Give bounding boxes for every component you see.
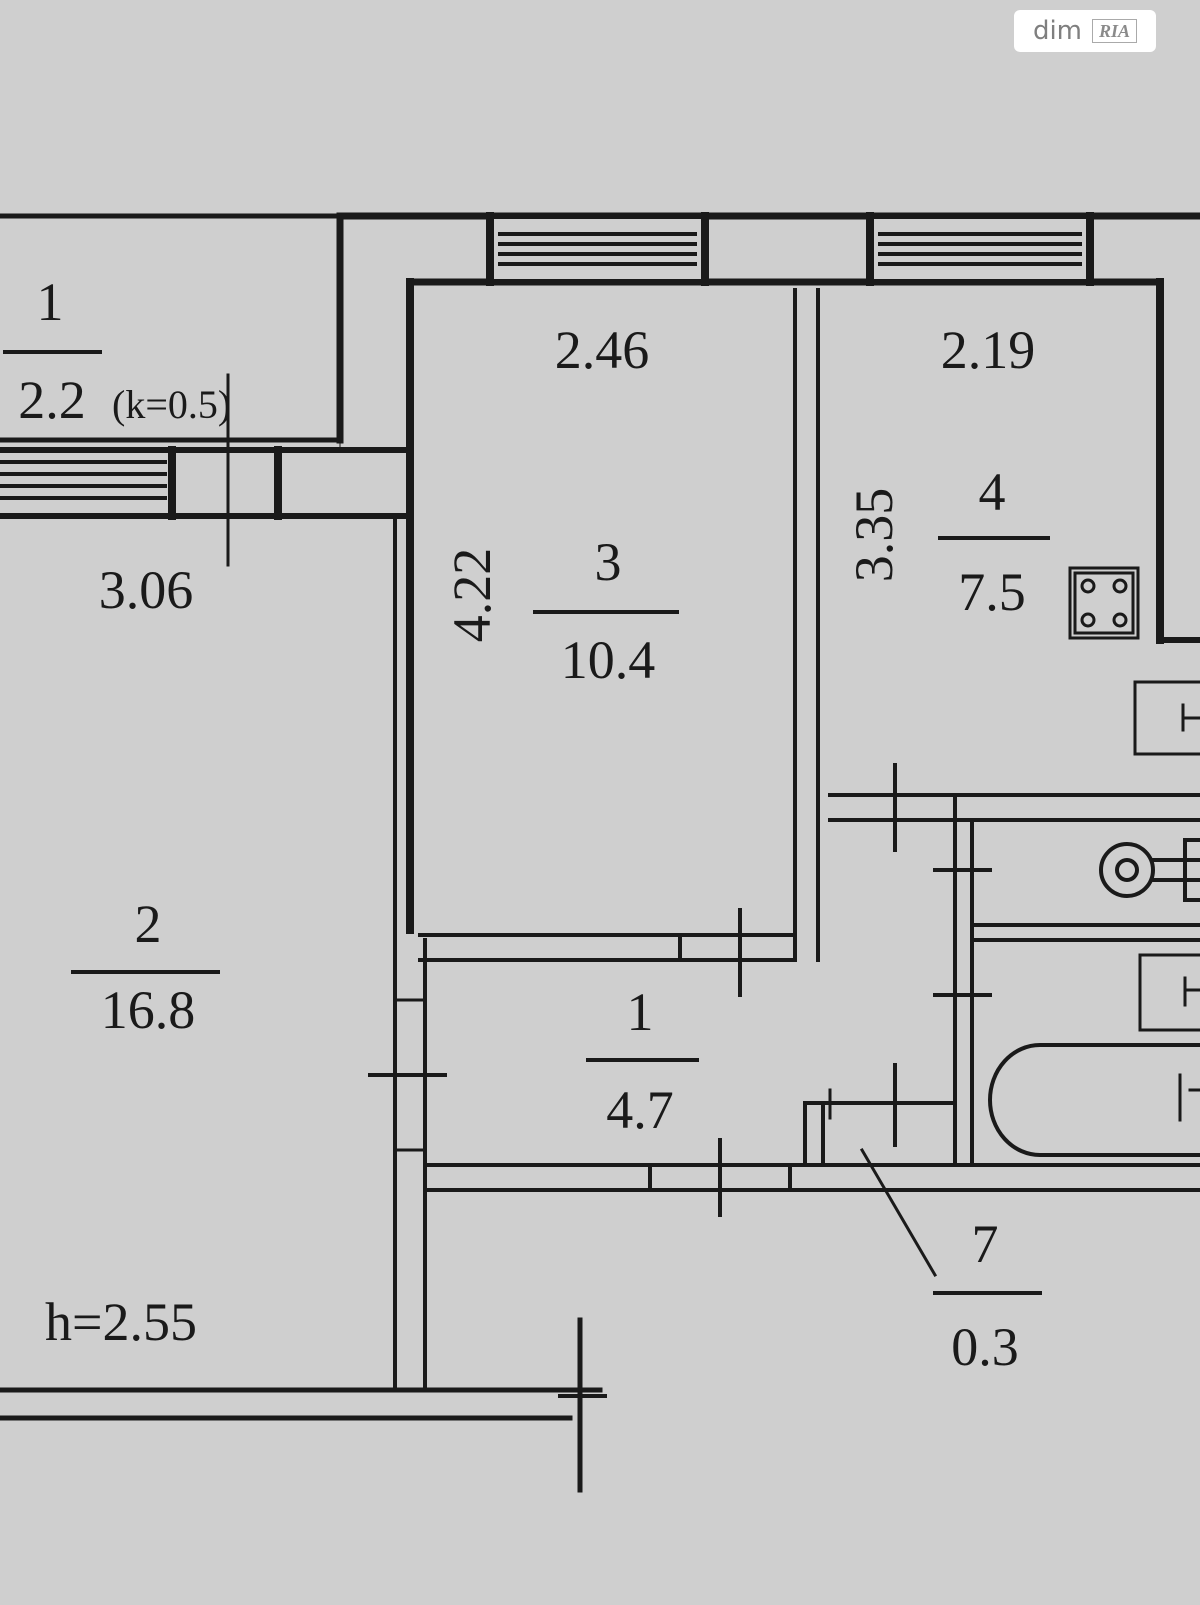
kitchen-depth-dimension: 3.35	[844, 488, 904, 583]
bathtub-icon	[988, 1043, 1200, 1157]
hallway-number: 1	[627, 982, 654, 1042]
closet-walls	[803, 1063, 957, 1278]
bedroom-depth-dimension: 4.22	[442, 548, 502, 643]
kitchen-walls	[828, 278, 1200, 852]
balcony-area: 2.2	[18, 370, 86, 430]
toilet-icon	[1099, 838, 1200, 902]
closet-area: 0.3	[951, 1317, 1019, 1377]
fraction-bars	[3, 350, 1050, 1295]
bedroom-number: 3	[595, 532, 622, 592]
closet-number: 7	[972, 1214, 999, 1274]
bedroom-walls	[406, 278, 820, 997]
living-width-dimension: 3.06	[99, 560, 194, 620]
balcony-walls	[0, 212, 413, 567]
watermark: dim RIA	[1014, 10, 1156, 52]
bedroom-width-dimension: 2.46	[555, 320, 650, 380]
bedroom-area: 10.4	[561, 630, 656, 690]
balcony-coefficient: (k=0.5)	[112, 382, 231, 427]
ceiling-height: h=2.55	[45, 1292, 197, 1352]
window-kitchen	[866, 212, 1094, 286]
bathroom-walls	[933, 793, 1200, 1167]
kitchen-area: 7.5	[958, 562, 1026, 622]
watermark-text: dim	[1032, 16, 1083, 46]
living-room-area: 16.8	[101, 980, 196, 1040]
balcony-number: 1	[37, 272, 64, 332]
living-room-number: 2	[135, 894, 162, 954]
exterior-wall-top	[0, 212, 1200, 286]
hallway-area: 4.7	[606, 1080, 674, 1140]
window-bedroom	[486, 212, 709, 286]
kitchen-number: 4	[979, 462, 1006, 522]
kitchen-width-dimension: 2.19	[941, 320, 1036, 380]
living-walls	[0, 518, 607, 1493]
hallway-walls	[423, 1138, 1200, 1217]
watermark-logo: RIA	[1092, 19, 1138, 43]
sink-icon	[1133, 680, 1200, 756]
stove-icon	[1068, 566, 1140, 640]
washbasin-icon	[1138, 953, 1200, 1032]
